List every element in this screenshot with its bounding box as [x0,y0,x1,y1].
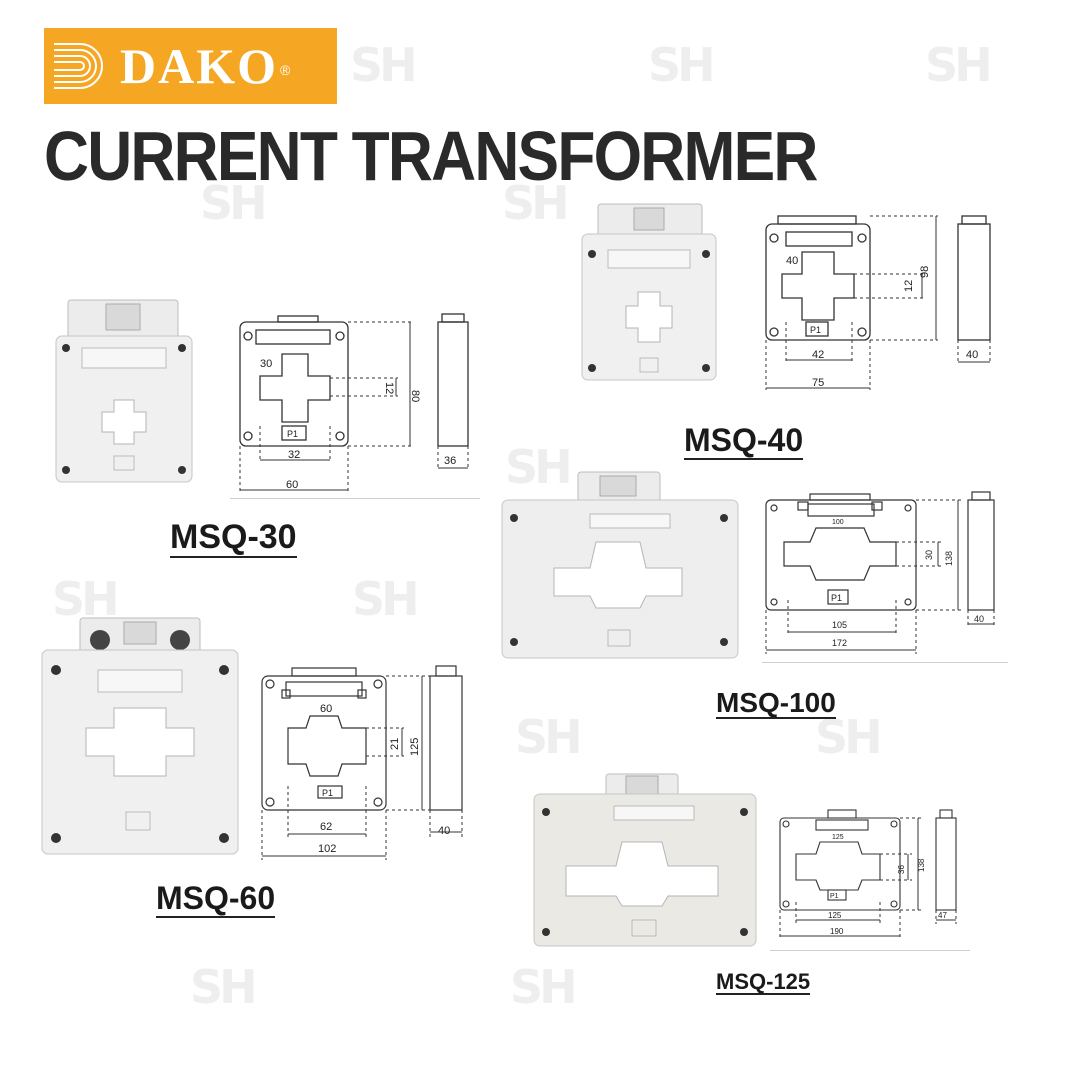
msq40-depth-label: 40 [966,349,978,361]
msq125-plate-label: P1 [830,893,839,900]
msq60-width-label: 102 [318,843,336,855]
msq125-depth-label: 47 [938,911,947,920]
msq125-width-label: 190 [830,927,844,936]
msq40-inner-label: 42 [812,349,824,361]
msq60-inner-label: 62 [320,821,332,833]
watermark: SH [925,38,993,92]
watermark: SH [52,572,120,626]
msq30-depth-label: 36 [444,455,456,467]
msq125-slot-label: 36 [897,865,906,874]
msq30-height-label: 80 [409,390,421,402]
watermark: SH [502,176,570,230]
msq40-slot-label: 12 [903,280,915,292]
model-label-msq125: MSQ-125 [716,969,811,996]
msq60-height-label: 125 [409,738,421,756]
watermark: SH [200,176,268,230]
model-label-msq60: MSQ-60 [156,880,276,918]
msq125-inner-label: 125 [828,911,842,920]
msq60-photo [41,617,239,855]
logo-d-mark-icon [54,43,103,89]
msq125-window-label: 125 [832,834,844,841]
model-label-msq100: MSQ-100 [716,687,836,720]
msq40-height-label: 98 [919,266,931,278]
msq60-drawing: 60 125 21 P1 62 102 40 [261,665,463,860]
msq100-depth-label: 40 [974,614,984,624]
msq100-drawing: 100 138 30 P1 105 172 40 [765,491,995,654]
msq125-height-label: 138 [917,858,926,872]
page-title: CURRENT TRANSFORMER [44,117,818,195]
msq30-photo [55,299,193,483]
watermark: SH [648,38,716,92]
msq30-slot-label: 12 [383,382,395,394]
msq100-slot-label: 30 [924,550,934,560]
msq30-window-label: 30 [260,358,272,370]
msq100-width-label: 172 [832,638,847,648]
msq30-width-label: 60 [286,479,298,491]
msq100-plate-label: P1 [831,593,842,603]
msq100-photo [501,471,739,659]
msq40-plate-label: P1 [810,325,821,335]
msq125-drawing: 125 138 36 P1 125 190 47 [779,809,957,940]
msq125-photo [533,773,757,947]
msq40-window-label: 40 [786,255,798,267]
brand-logo: DAKO® [44,28,337,104]
msq100-height-label: 138 [944,551,954,566]
watermark: SH [190,960,258,1014]
msq60-plate-label: P1 [322,788,333,798]
watermark: SH [350,38,418,92]
msq30-inner-label: 32 [288,449,300,461]
msq30-drawing: 30 80 12 P1 32 60 36 [239,313,469,492]
watermark: SH [515,710,583,764]
msq60-depth-label: 40 [438,825,450,837]
msq40-photo [581,203,717,381]
watermark: SH [505,440,573,494]
msq40-width-label: 75 [812,377,824,389]
msq30-plate-label: P1 [287,429,298,439]
model-label-msq30: MSQ-30 [170,518,297,558]
watermark: SH [510,960,578,1014]
watermark: SH [352,572,420,626]
brand-name: DAKO [120,38,278,94]
msq100-window-label: 100 [832,519,844,526]
msq60-window-label: 60 [320,703,332,715]
msq100-inner-label: 105 [832,620,847,630]
msq40-drawing: 40 98 12 P1 42 75 40 [765,215,991,390]
msq60-slot-label: 21 [389,738,401,750]
registered-mark: ® [280,62,291,78]
model-label-msq40: MSQ-40 [684,422,804,460]
